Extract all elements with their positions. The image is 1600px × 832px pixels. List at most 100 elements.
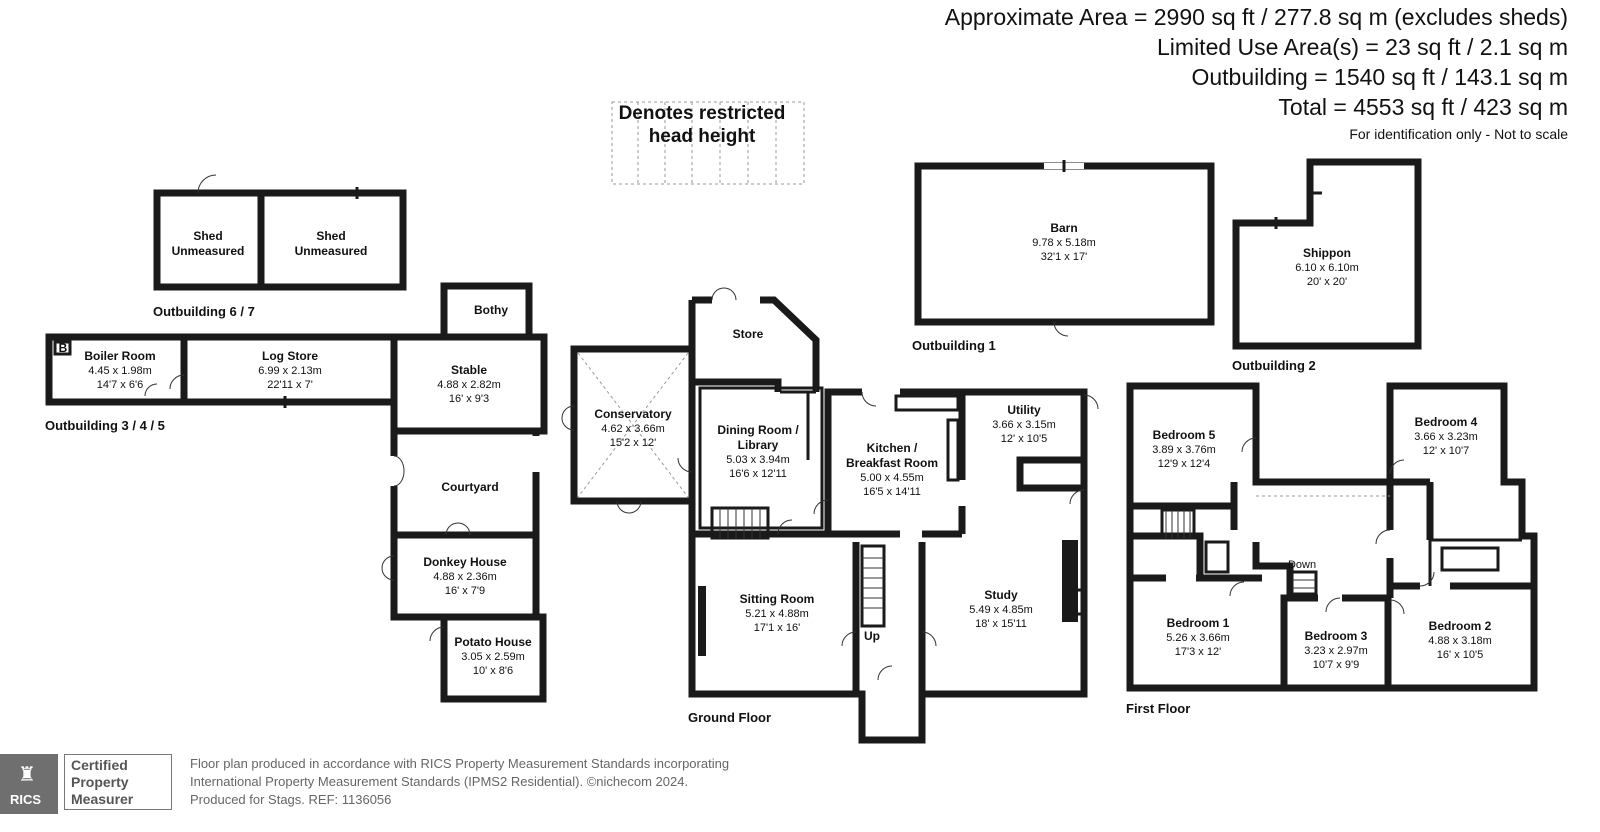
potato-house-name: Potato House [454,635,532,649]
barn-imperial: 32'1 x 17' [1041,251,1087,263]
outbuilding-2: Shippon 6.10 x 6.10m 20' x 20' Outbuildi… [1232,158,1422,373]
bedroom-3-imperial: 10'7 x 9'9 [1313,659,1359,671]
stable-name: Stable [451,363,487,377]
bedroom-3-metric: 3.23 x 2.97m [1304,645,1368,657]
utility-name: Utility [1007,403,1041,417]
study-name: Study [984,588,1018,602]
cert-line-2: Property [71,774,129,790]
kitchen-name-2: Breakfast Room [846,456,938,470]
courtyard-name: Courtyard [441,480,498,494]
utility-metric: 3.66 x 3.15m [992,419,1056,431]
log-store-name: Log Store [262,349,318,363]
kitchen-metric: 5.00 x 4.55m [860,472,924,484]
footer-notes: Floor plan produced in accordance with R… [190,755,729,809]
conservatory-metric: 4.62 x 3.66m [601,423,665,435]
hall-up-label: Up [864,629,880,643]
stable-metric: 4.88 x 2.82m [437,379,501,391]
dining-metric: 5.03 x 3.94m [726,454,790,466]
bedroom-2-metric: 4.88 x 3.18m [1428,635,1492,647]
barn-metric: 9.78 x 5.18m [1032,237,1096,249]
bedroom-2-imperial: 16' x 10'5 [1437,649,1483,661]
outbuilding-3-4-5-label: Outbuilding 3 / 4 / 5 [45,418,165,433]
bedroom-5-metric: 3.89 x 3.76m [1152,444,1216,456]
outbuilding-1-label: Outbuilding 1 [912,338,996,353]
hall-stairs [860,544,886,628]
certified-property-measurer: Certified Property Measurer [64,754,172,810]
donkey-house-name: Donkey House [423,555,507,569]
cert-line-1: Certified [71,757,128,773]
landing-stairs [1160,508,1196,540]
identification-note: For identification only - Not to scale [1349,126,1568,142]
shed-1-sub: Unmeasured [172,244,245,258]
approx-area-text: Approximate Area = 2990 sq ft / 277.8 sq… [944,4,1568,30]
log-store-imperial: 22'11 x 7' [267,379,313,391]
conservatory-name: Conservatory [594,407,672,421]
dining-name: Dining Room / [717,423,799,437]
sitting-room-name: Sitting Room [740,592,815,606]
boiler-room-imperial: 14'7 x 6'6 [97,379,143,391]
kitchen-imperial: 16'5 x 14'11 [863,486,921,498]
outbuilding-1: Barn 9.78 x 5.18m 32'1 x 17' Outbuilding… [912,160,1215,353]
ground-floor-plan: Conservatory 4.62 x 3.66m 15'2 x 12' Sto… [561,287,1099,744]
rics-lion-icon: ♜ [18,764,36,786]
barn-name: Barn [1050,221,1077,235]
restricted-height-legend-box [611,101,805,185]
footer-line-1: Floor plan produced in accordance with R… [190,756,730,771]
bedroom-1-name: Bedroom 1 [1167,616,1230,630]
shed-2-name: Shed [316,229,345,243]
total-area-text: Total = 4553 sq ft / 423 sq m [1278,94,1568,120]
shippon-name: Shippon [1303,246,1351,260]
first-floor-plan: Down Bedroom 5 3.89 x 3.76m 12'9 x 12'4 … [1126,382,1538,716]
log-store-metric: 6.99 x 2.13m [258,365,322,377]
dining-name-2: Library [738,438,779,452]
boiler-room-name: Boiler Room [84,349,155,363]
store-name: Store [733,327,764,341]
potato-house-metric: 3.05 x 2.59m [461,651,525,663]
utility-imperial: 12' x 10'5 [1001,433,1047,445]
first-floor-label: First Floor [1126,701,1190,716]
donkey-house-imperial: 16' x 7'9 [445,585,485,597]
study-metric: 5.49 x 4.85m [969,604,1033,616]
cert-line-3: Measurer [71,791,134,807]
outbuilding-6-7: Shed Unmeasured Shed Unmeasured Outbuild… [153,174,407,319]
bedroom-1-imperial: 17'3 x 12' [1175,646,1221,658]
bedroom-3-name: Bedroom 3 [1305,629,1368,643]
restricted-height-legend: Denotes restricted head height [612,102,792,148]
area-summary: Approximate Area = 2990 sq ft / 277.8 sq… [945,2,1568,142]
outbuilding-area-text: Outbuilding = 1540 sq ft / 143.1 sq m [1191,64,1568,90]
outbuilding-2-label: Outbuilding 2 [1232,358,1316,373]
bedroom-4-name: Bedroom 4 [1415,415,1478,429]
sitting-room-imperial: 17'1 x 16' [754,622,800,634]
kitchen-name: Kitchen / [867,441,918,455]
first-floor-down-label: Down [1288,559,1316,571]
footer-line-2: International Property Measurement Stand… [190,774,689,789]
shippon-imperial: 20' x 20' [1307,276,1347,288]
conservatory-imperial: 15'2 x 12' [610,437,656,449]
legend-line-2: head height [648,126,756,147]
bedroom-2-name: Bedroom 2 [1429,619,1492,633]
bedroom-1-metric: 5.26 x 3.66m [1166,632,1230,644]
shed-1-name: Shed [193,229,222,243]
rics-logo-text: RICS [10,792,42,807]
dining-imperial: 16'6 x 12'11 [729,468,787,480]
shed-2-sub: Unmeasured [295,244,368,258]
donkey-house-metric: 4.88 x 2.36m [433,571,497,583]
dining-stairs [710,506,770,540]
boiler-room-metric: 4.45 x 1.98m [88,365,152,377]
potato-house-imperial: 10' x 8'6 [473,665,513,677]
ground-floor-label: Ground Floor [688,710,771,725]
bothy-name: Bothy [474,303,508,317]
bedroom-5-imperial: 12'9 x 12'4 [1158,458,1211,470]
down-stairs [1290,570,1318,596]
stable-imperial: 16' x 9'3 [449,393,489,405]
legend-line-1: Denotes restricted [618,103,786,124]
limited-use-area-text: Limited Use Area(s) = 23 sq ft / 2.1 sq … [1157,34,1568,60]
footer-line-3: Produced for Stags. REF: 1136056 [190,792,392,807]
bedroom-4-imperial: 12' x 10'7 [1423,445,1469,457]
rics-logo: ♜ RICS [0,754,58,814]
bedroom-4-metric: 3.66 x 3.23m [1414,431,1478,443]
study-imperial: 18' x 15'11 [975,618,1027,630]
boiler-room-mark: B [59,341,68,355]
outbuilding-6-7-label: Outbuilding 6 / 7 [153,304,255,319]
